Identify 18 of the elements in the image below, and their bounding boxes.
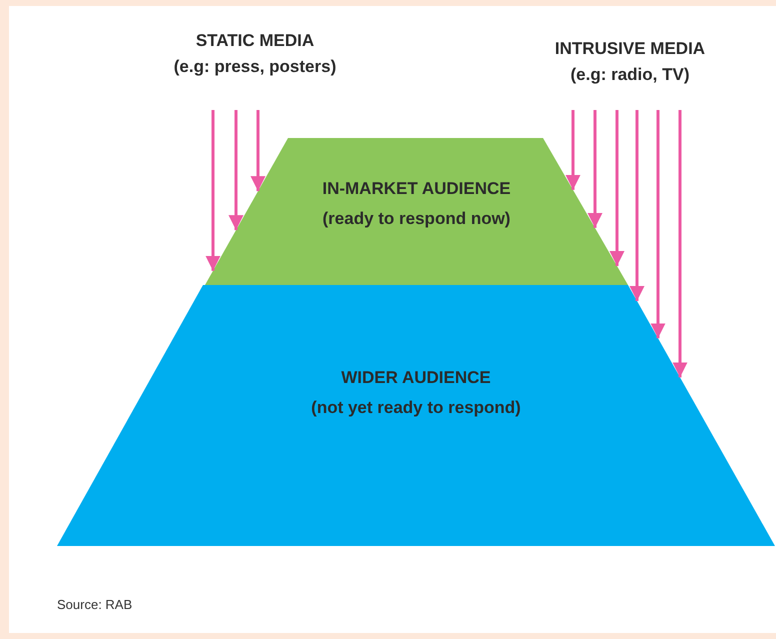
arrow [630,110,644,301]
arrow [650,110,666,338]
description-text: (e.g: press, posters) [174,56,336,78]
arrow [206,110,220,271]
heading-text: INTRUSIVE MEDIA [554,38,706,60]
description-text: (e.g: radio, TV) [570,64,690,86]
arrow [588,110,602,228]
arrow [250,110,266,192]
heading-text: STATIC MEDIA [196,30,314,52]
arrow [566,110,580,190]
arrow [228,110,244,230]
heading-text: WIDER AUDIENCE [341,367,491,389]
heading-text: IN-MARKET AUDIENCE [322,178,511,200]
arrow [672,110,688,378]
description-text: (not yet ready to respond) [311,397,521,419]
description-text: (ready to respond now) [322,208,510,230]
arrow [610,110,624,266]
source-note: Source: RAB [57,597,132,612]
